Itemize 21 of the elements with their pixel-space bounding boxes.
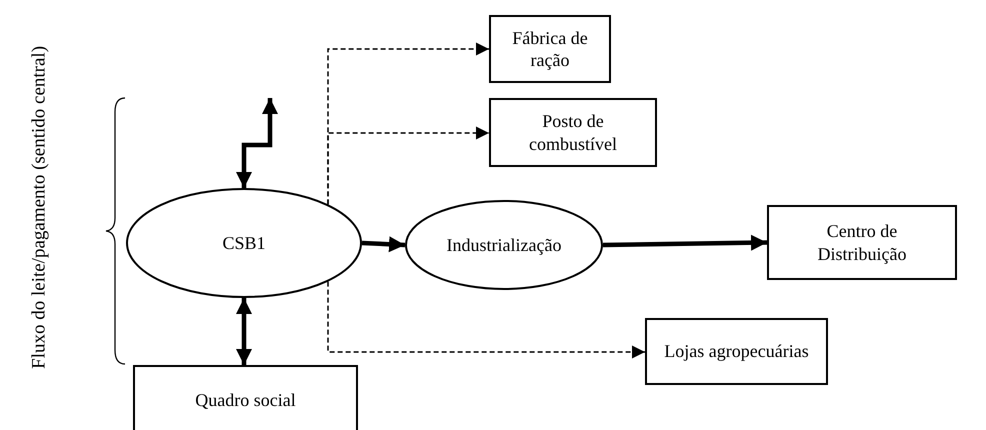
node-label: Lojas agropecuárias [664, 340, 809, 363]
process-ellipse [405, 200, 603, 290]
process-box [489, 98, 657, 167]
arrow [602, 234, 768, 251]
node-label: Fábrica de ração [511, 26, 589, 72]
arrow [236, 98, 278, 188]
node-label: Industrialização [446, 234, 562, 256]
arrow [362, 236, 406, 252]
side-label: Fluxo do leite/pagamento (sentido central) [28, 44, 51, 371]
process-box [133, 365, 358, 430]
node-label: Centro de Distribuição [816, 220, 908, 265]
arrow [327, 282, 645, 358]
process-box [767, 205, 957, 280]
process-ellipse [126, 188, 362, 298]
arrow [327, 126, 489, 204]
node-label: Quadro social [195, 388, 296, 412]
process-box [645, 318, 828, 385]
node-label: CSB1 [222, 232, 266, 254]
process-box [489, 15, 611, 83]
arrow [236, 298, 252, 365]
node-label: Posto de combustível [528, 110, 618, 155]
